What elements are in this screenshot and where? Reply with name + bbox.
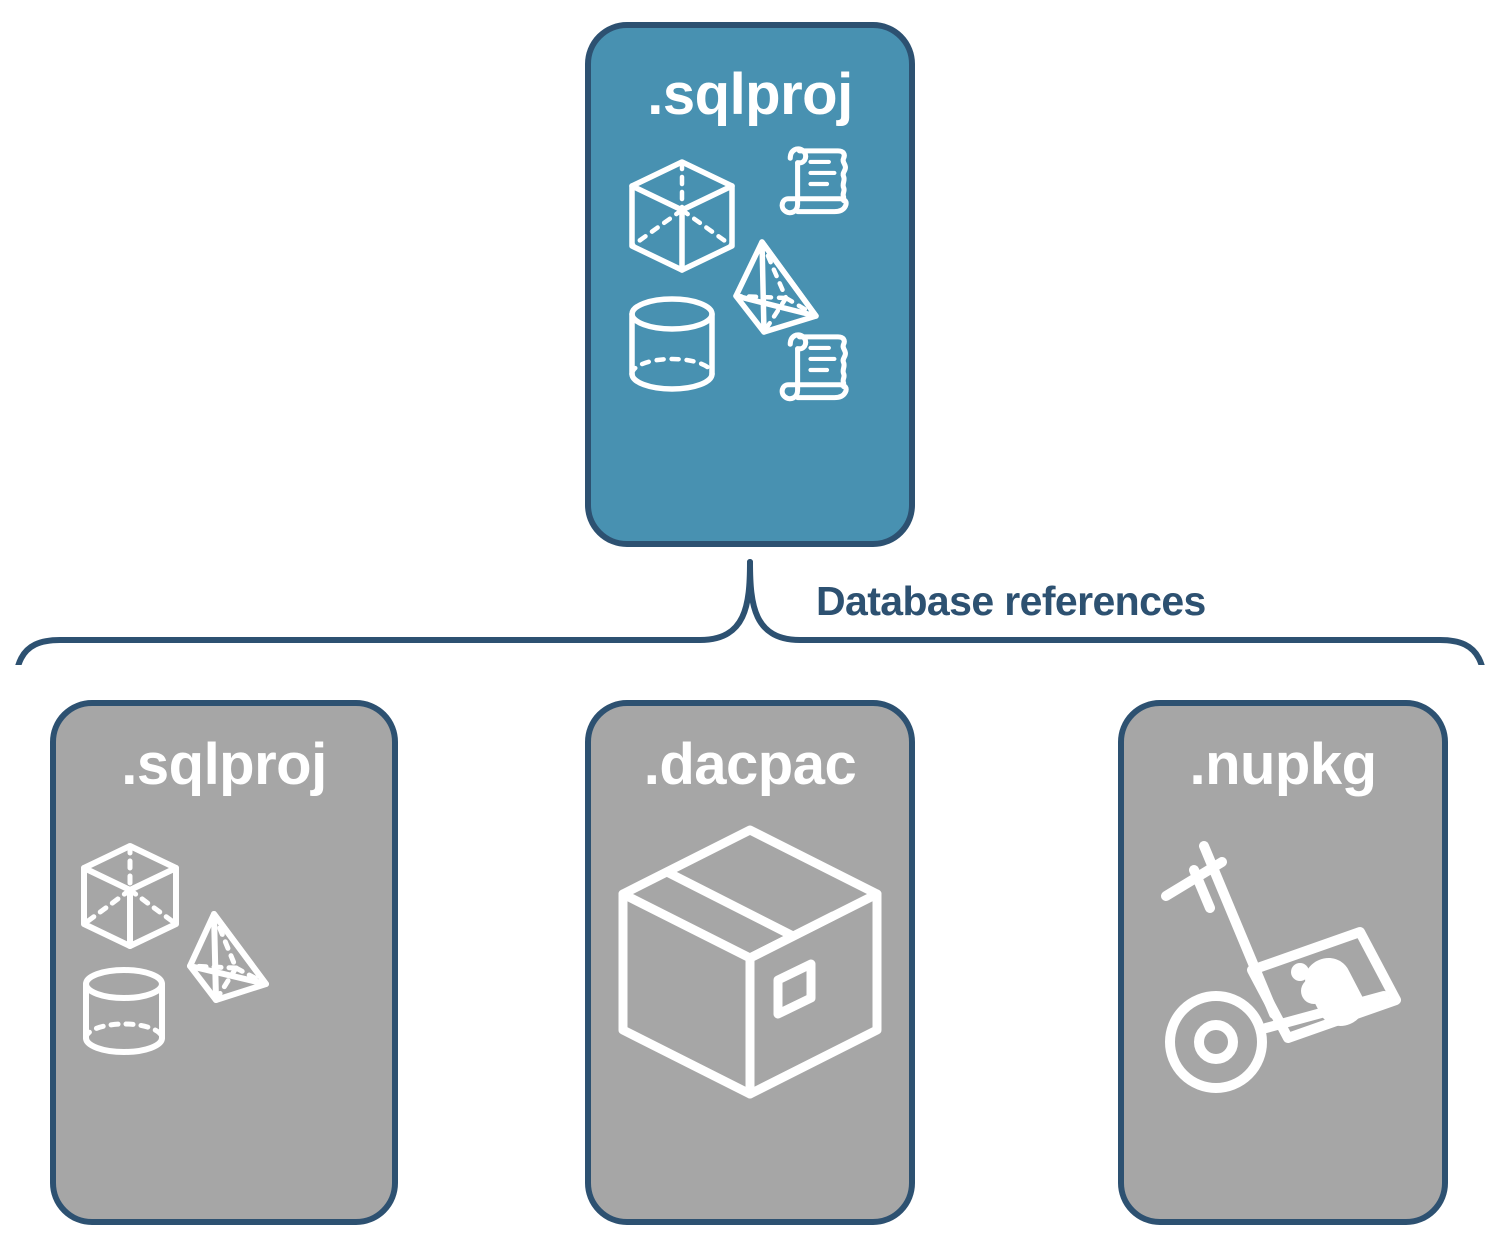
card-dacpac-art (615, 822, 885, 1102)
card-nupkg-art (1148, 824, 1418, 1104)
card-sqlproj-root-title: .sqlproj (647, 62, 853, 127)
script-scroll-icon (779, 332, 849, 402)
brace-label: Database references (816, 578, 1206, 624)
card-nupkg[interactable]: .nupkg (1118, 700, 1448, 1225)
database-references-brace (15, 559, 1485, 665)
card-sqlproj-reference-art (74, 832, 314, 1062)
card-sqlproj-reference[interactable]: .sqlproj (50, 700, 398, 1225)
pyramid-3d-icon (187, 911, 269, 1003)
cube-3d-icon (81, 843, 179, 949)
cylinder-3d-icon (83, 967, 165, 1055)
package-box-icon (618, 825, 882, 1099)
card-sqlproj-reference-title: .sqlproj (121, 732, 327, 797)
card-nupkg-title: .nupkg (1189, 732, 1377, 797)
card-dacpac[interactable]: .dacpac (585, 700, 915, 1225)
cylinder-3d-icon (629, 296, 715, 392)
cube-3d-icon (629, 159, 735, 273)
script-scroll-icon (779, 146, 849, 216)
card-sqlproj-root[interactable]: .sqlproj (585, 22, 915, 547)
card-dacpac-title: .dacpac (643, 732, 857, 797)
pyramid-3d-icon (733, 239, 819, 335)
card-sqlproj-root-art (620, 146, 880, 416)
nuget-package-icon (1247, 927, 1401, 1043)
